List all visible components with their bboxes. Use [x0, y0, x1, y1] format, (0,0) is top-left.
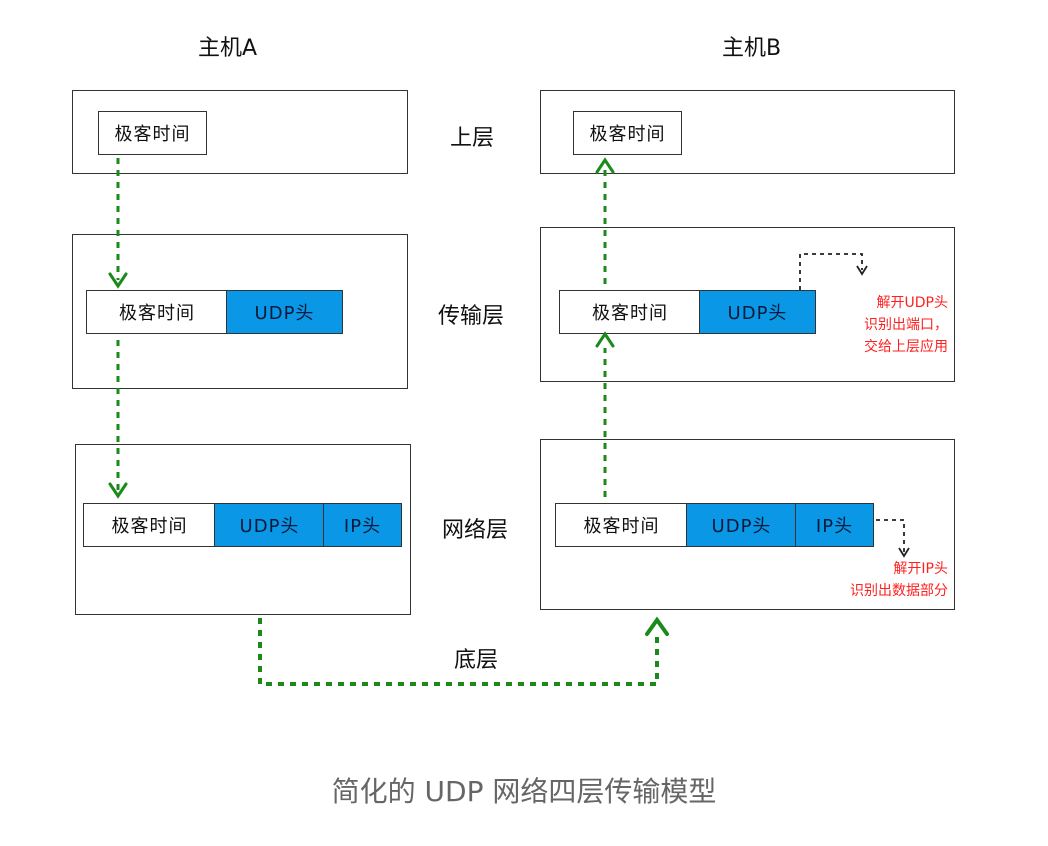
host-a-network-udp-header: UDP头	[214, 503, 325, 547]
layer-label-transport: 传输层	[438, 304, 505, 329]
transport-note-line-3: 交给上层应用	[864, 339, 948, 355]
arrowhead-ip-unwrap	[898, 547, 910, 558]
host-a-transport-data: 极客时间	[86, 290, 228, 334]
arrowhead-a-transport	[108, 272, 128, 289]
arrow-ip-unwrap	[876, 519, 905, 552]
arrow-udp-unwrap	[799, 253, 863, 290]
transport-note: 解开UDP头 识别出端口， 交给上层应用	[864, 292, 948, 358]
host-b-network-data: 极客时间	[555, 503, 688, 547]
host-b-network-ip-header: IP头	[795, 503, 874, 547]
host-a-network-ip-header: IP头	[323, 503, 402, 547]
host-a-title: 主机A	[198, 36, 258, 61]
host-a-upper-data: 极客时间	[98, 111, 207, 155]
arrowhead-udp-unwrap	[856, 265, 868, 276]
host-b-transport-data: 极客时间	[559, 290, 701, 334]
arrowhead-bottom	[645, 616, 669, 636]
host-b-title: 主机B	[722, 36, 782, 61]
host-a-transport-udp-header: UDP头	[226, 290, 343, 334]
arrowhead-b-upper	[595, 157, 615, 174]
layer-label-upper: 上层	[450, 126, 495, 151]
diagram-caption: 简化的 UDP 网络四层传输模型	[331, 775, 717, 808]
arrowhead-a-network	[108, 482, 128, 499]
network-note-line-2: 识别出数据部分	[850, 583, 948, 599]
host-b-transport-udp-header: UDP头	[699, 290, 816, 334]
host-a-network-data: 极客时间	[83, 503, 216, 547]
network-note: 解开IP头 识别出数据部分	[850, 558, 948, 602]
arrowhead-b-transport	[595, 331, 615, 348]
host-b-network-udp-header: UDP头	[686, 503, 797, 547]
host-b-upper-data: 极客时间	[573, 111, 682, 155]
transport-note-line-1: 解开UDP头	[876, 295, 948, 311]
transport-note-line-2: 识别出端口，	[864, 317, 948, 333]
network-note-line-1: 解开IP头	[893, 561, 948, 577]
host-a-upper-box	[72, 90, 408, 174]
arrow-bottom-path	[258, 618, 659, 686]
layer-label-bottom: 底层	[454, 648, 499, 673]
layer-label-network: 网络层	[442, 518, 509, 543]
